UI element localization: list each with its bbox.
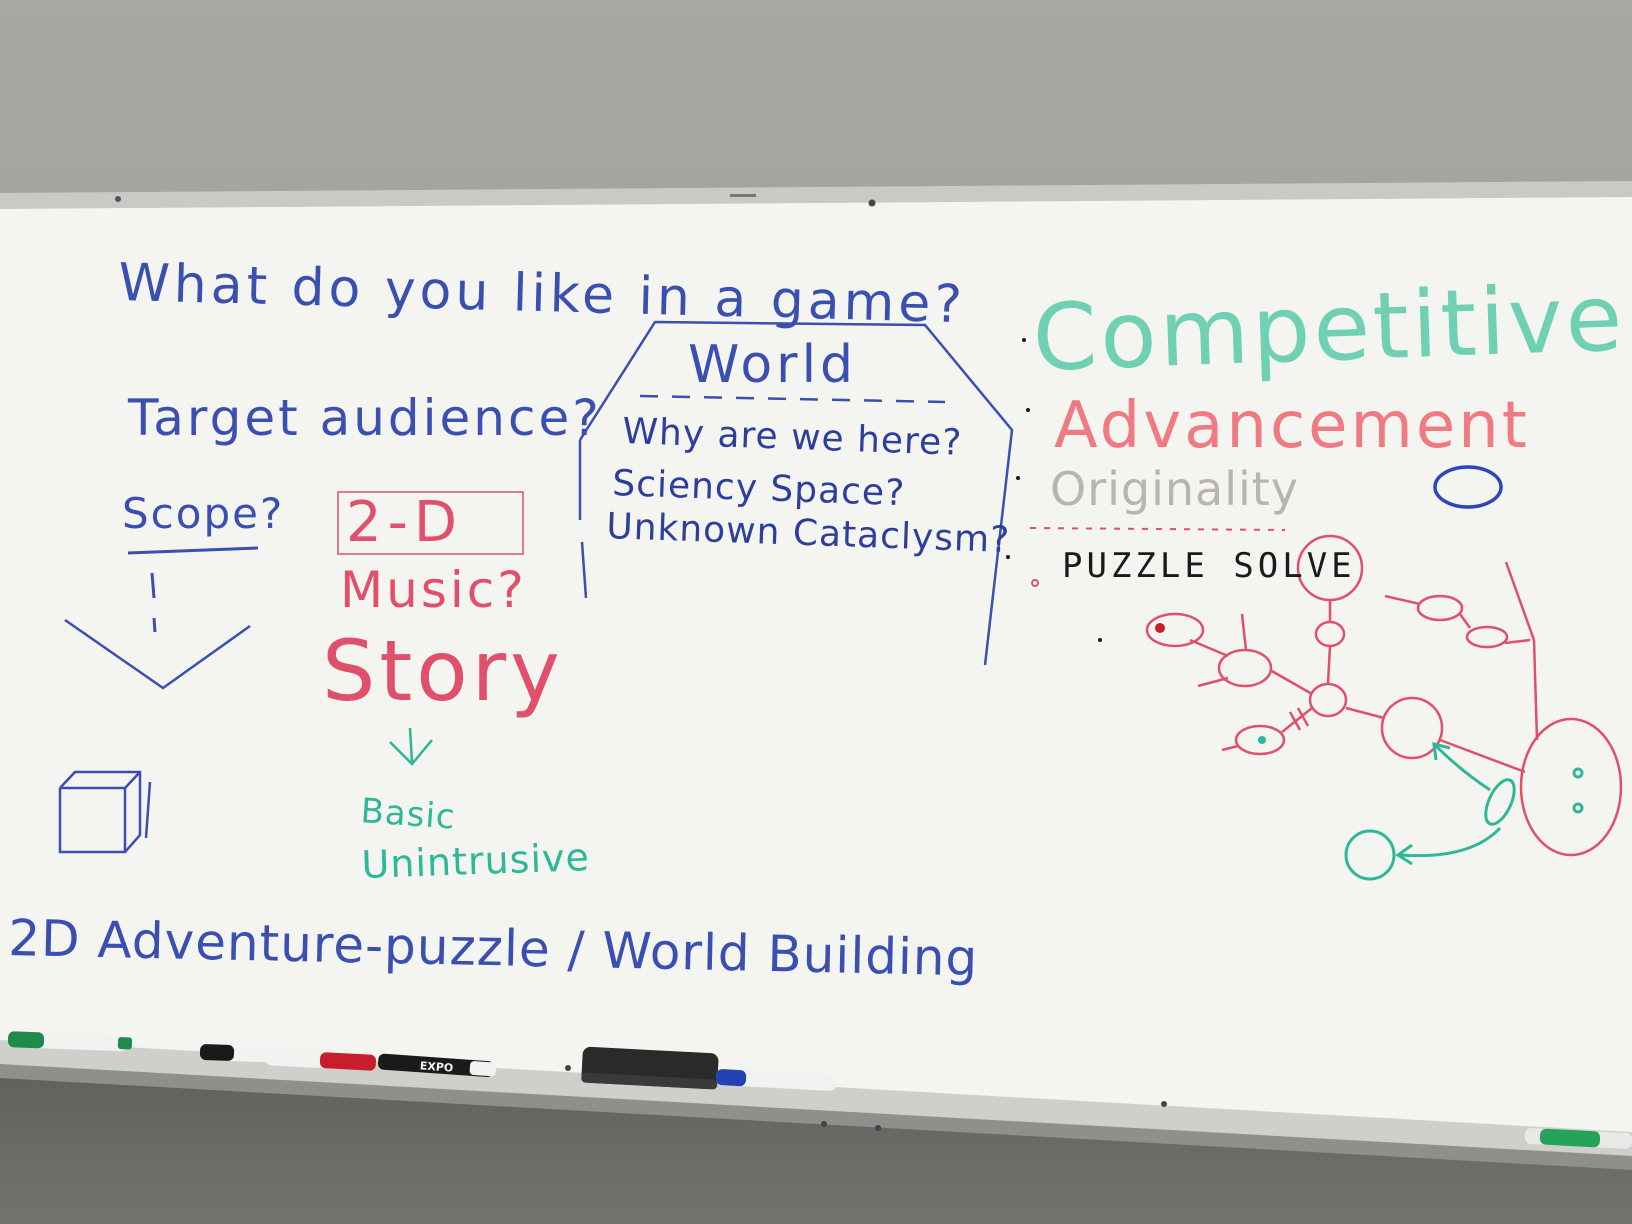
two-d-frame	[337, 491, 524, 555]
marker-brand-label: EXPO	[419, 1059, 453, 1074]
story-arrow-down	[389, 739, 433, 766]
bullet-dot	[1026, 408, 1030, 412]
scope-text: Scope?	[122, 489, 284, 538]
story-text: Story	[322, 622, 564, 720]
two-d-text: 2-D	[346, 490, 463, 555]
basic-text: Basic	[359, 791, 457, 838]
whiteboard-top-rail	[0, 181, 1632, 209]
bullet-dot	[1031, 579, 1039, 587]
bullet-dot	[1098, 638, 1102, 642]
bullet-dot	[1006, 555, 1010, 559]
tray-screw	[875, 1125, 881, 1131]
bullet-dot	[1022, 338, 1026, 342]
unintrusive-text: Unintrusive	[361, 835, 591, 887]
scope-tick	[152, 617, 157, 633]
tray-screw	[821, 1121, 827, 1127]
scope-underline	[127, 546, 259, 555]
cube-sketch	[58, 770, 152, 854]
bullet-dot	[1016, 476, 1020, 480]
marker-tray-edge	[0, 1064, 1632, 1170]
competitive-text: Competitive	[1031, 264, 1627, 392]
world-title: World	[688, 335, 857, 395]
originality-dotted-line	[1029, 527, 1286, 531]
story-arrow-shaft	[408, 727, 414, 763]
rail-screw	[115, 196, 121, 202]
expo-marker[interactable]: EXPO	[377, 1053, 497, 1078]
green-marker[interactable]	[7, 1031, 133, 1052]
advancement-text: Advancement	[1054, 389, 1530, 463]
target-audience-text: Target audience?	[127, 389, 602, 447]
red-marker[interactable]	[265, 1049, 377, 1071]
rail-screw	[868, 199, 876, 207]
rail-label	[730, 194, 756, 197]
originality-text: Originality	[1050, 462, 1299, 516]
green-circle-arrow	[1344, 742, 1584, 881]
music-text: Music?	[340, 561, 527, 619]
world-item-2: Sciency Space?	[612, 463, 906, 514]
puzzle-node-graph	[1145, 534, 1623, 857]
whiteboard-surface	[0, 193, 1632, 1140]
puzzle-solve-text: PUZZLE SOLVE	[1062, 546, 1356, 586]
green-marker-right[interactable]	[1524, 1127, 1632, 1150]
tray-screw	[1161, 1101, 1167, 1107]
world-box-outline	[578, 320, 1014, 666]
divider-stroke	[580, 541, 588, 599]
graph-node-dot	[1258, 736, 1266, 744]
eraser[interactable]	[581, 1046, 719, 1090]
blue-circle-sketch	[1433, 465, 1503, 509]
blue-marker[interactable]	[715, 1069, 837, 1091]
scope-arrow-down	[64, 618, 251, 690]
tray-screw	[565, 1065, 571, 1071]
scope-tick	[150, 572, 156, 599]
graph-node-dot	[1155, 623, 1165, 633]
